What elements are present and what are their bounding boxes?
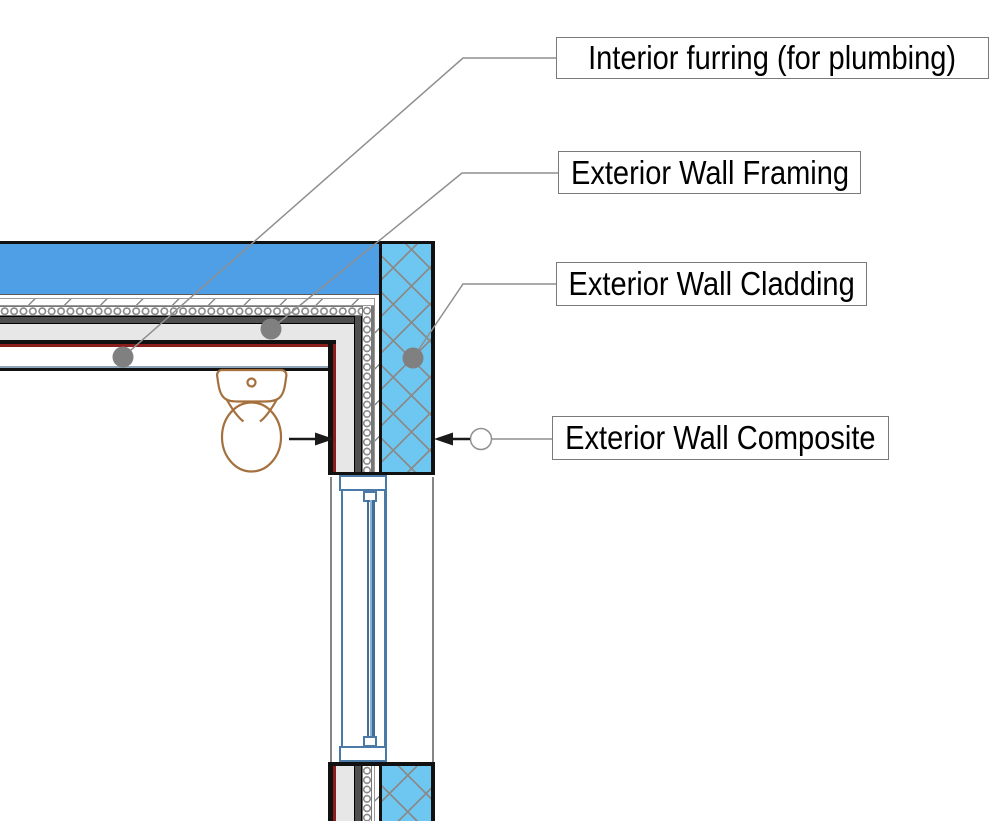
bottom-wall-lath-bubbles: [362, 765, 372, 821]
toilet-plan-symbol: [216, 368, 288, 473]
callout-interior-furring: Interior furring (for plumbing): [556, 37, 989, 79]
callout-exterior-wall-framing-text: Exterior Wall Framing: [570, 153, 849, 191]
bottom-wall-sheathing: [354, 765, 362, 821]
bottom-wall-cladding-inner-edge: [378, 765, 382, 821]
toilet-bowl: [220, 401, 283, 473]
lath-boundary-line: [372, 305, 374, 475]
lath-bubble-layer-horizontal: [0, 305, 372, 316]
interior-finish-line-blue: [0, 365, 330, 368]
framing-layer-vertical: [335, 323, 354, 475]
sheathing-layer-horizontal: [0, 316, 362, 324]
corner-interior-face-line: [328, 340, 333, 475]
callout-exterior-wall-framing: Exterior Wall Framing: [558, 151, 861, 194]
callout-exterior-wall-cladding: Exterior Wall Cladding: [556, 262, 867, 306]
window-head-block: [339, 475, 387, 491]
wall-right-edge-line: [431, 241, 435, 475]
callout-interior-furring-text: Interior furring (for plumbing): [588, 39, 957, 76]
toilet-flush-button: [246, 377, 257, 388]
callout-exterior-wall-cladding-text: Exterior Wall Cladding: [568, 265, 855, 302]
lath-bubble-layer-vertical: [362, 305, 372, 475]
bottom-wall-vapor-barrier: [332, 765, 336, 821]
vapor-barrier-line-horizontal: [0, 343, 336, 347]
cladding-layer-horizontal: [0, 243, 379, 295]
cladding-inner-edge: [378, 243, 382, 475]
toilet-rim-line-right: [259, 399, 278, 423]
vapor-barrier-line-vertical: [332, 343, 336, 475]
interior-finish-line-black: [0, 368, 330, 371]
window-sash-bottom-block: [363, 735, 377, 747]
window-left-frame-line: [340, 491, 343, 746]
exterior-plane-continuation-line: [431, 477, 434, 762]
cladding-layer-vertical: [381, 243, 431, 475]
leader-line-exterior-wall-cladding: [412, 283, 557, 359]
toilet-tank: [216, 368, 288, 403]
glazing-line-middle: [369, 500, 372, 737]
framing-layer-horizontal: [0, 323, 354, 340]
window-right-frame-line: [384, 491, 387, 746]
bottom-wall-framing: [335, 765, 354, 821]
sheathing-layer-vertical: [354, 316, 362, 475]
leader-dot-interior-furring: [112, 346, 134, 368]
callout-exterior-wall-composite-text: Exterior Wall Composite: [565, 419, 876, 456]
callout-exterior-wall-composite: Exterior Wall Composite: [552, 416, 889, 460]
leader-open-circle: [469, 427, 493, 451]
bottom-wall-interior-face: [328, 762, 333, 821]
bottom-wall-air-gap: [373, 765, 379, 821]
window-sill-block: [339, 746, 387, 762]
bottom-wall-right-edge: [431, 762, 435, 821]
bottom-wall-top-edge-line: [328, 762, 435, 766]
interior-plane-continuation-line: [329, 477, 332, 762]
wall-bottom-edge-above-window: [328, 471, 435, 475]
toilet-rim-line-left: [226, 399, 245, 423]
glazing-line-outer: [366, 500, 369, 737]
air-gap-strapping-vertical: [373, 298, 379, 475]
composite-arrow-head-exterior: [434, 432, 453, 446]
bottom-wall-cladding: [381, 765, 431, 821]
glazing-line-inner: [372, 500, 375, 737]
air-gap-strapping-horizontal: [0, 298, 379, 306]
